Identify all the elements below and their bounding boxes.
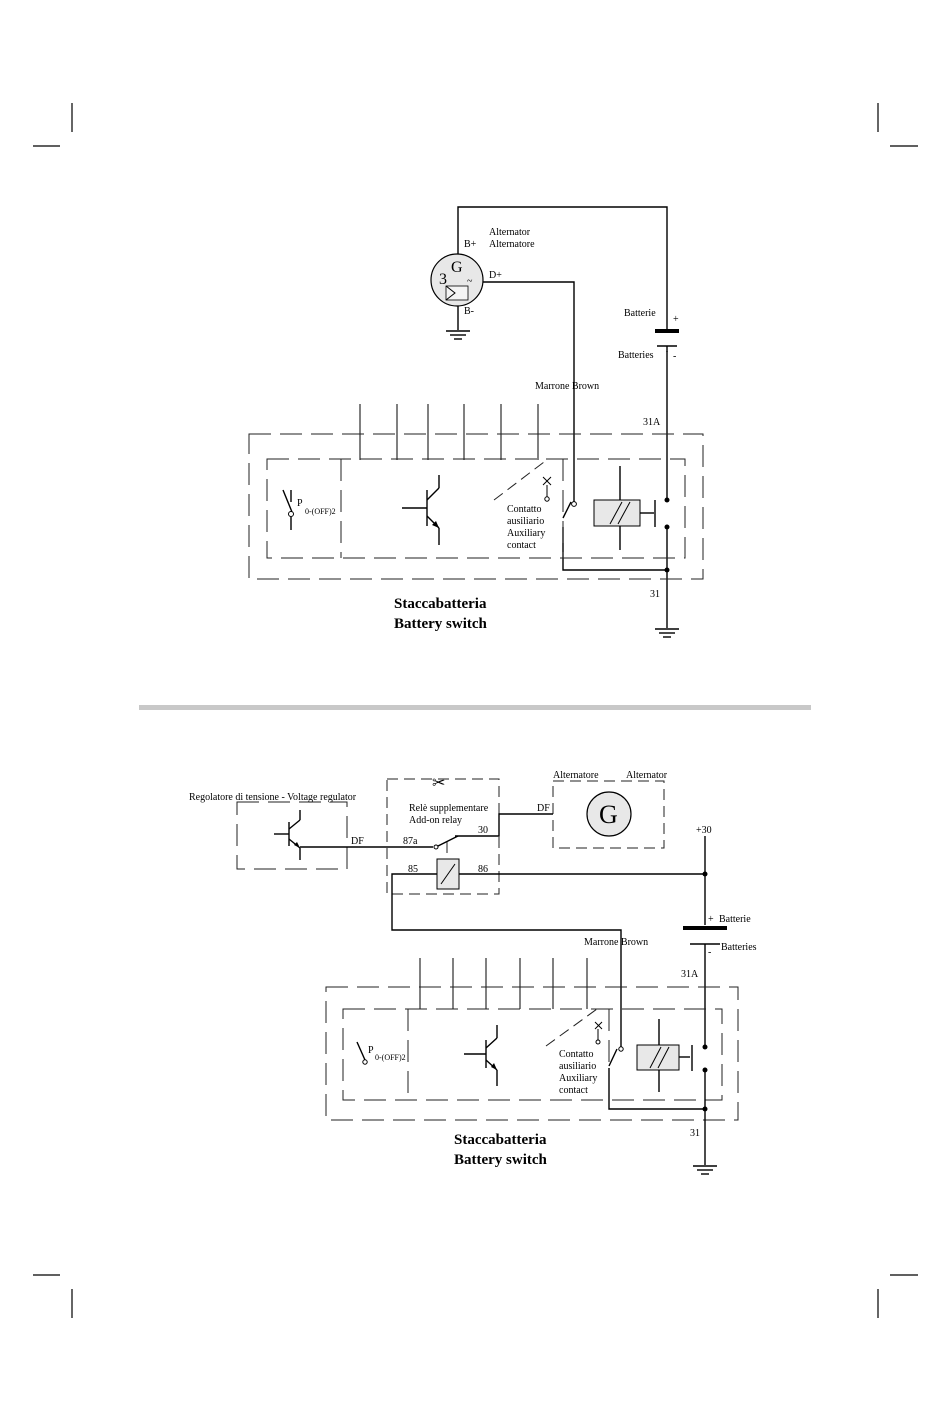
generator-letter: G: [599, 800, 618, 829]
connector-pins: [359, 404, 539, 460]
generator-symbol: [430, 253, 484, 307]
switch-p-positions: 0-(OFF)2: [305, 507, 336, 516]
battery-label-it: Batterie: [719, 914, 751, 925]
add-on-relay-box: [386, 778, 500, 895]
generator-phase: 3: [439, 271, 447, 288]
aux-contact-symbol: [542, 476, 577, 519]
aux-contact-line-4: contact: [559, 1085, 588, 1096]
switch-p-label: P: [368, 1045, 374, 1056]
voltage-regulator-box: [236, 801, 348, 870]
aux-contact-line-2: ausiliario: [507, 516, 544, 527]
pin-85-label: 85: [408, 864, 418, 875]
diagram-1-title-it: Staccabatteria: [394, 596, 487, 612]
diagram-2-title-en: Battery switch: [454, 1152, 548, 1168]
aux-contact-symbol: [594, 1021, 624, 1067]
switch-housing-outer: [325, 986, 739, 1121]
terminal-plus30: +30: [696, 825, 712, 836]
alternator-label-en: Alternator: [489, 227, 531, 238]
battery-label-en: Batteries: [721, 942, 757, 953]
diagram-1: G 3 ~ Alternator Alternatore B+ D+ B- Ba…: [248, 206, 704, 638]
aux-contact-line-1: Contatto: [507, 504, 541, 515]
connector-pins: [419, 958, 588, 1009]
battery-minus: -: [673, 351, 676, 362]
wire-label-brown: Marrone Brown: [535, 381, 599, 392]
switch-housing-outer: [248, 433, 704, 580]
switch-p-label: P: [297, 498, 303, 509]
pin-87a-label: 87a: [403, 836, 418, 847]
diagram-1-title-en: Battery switch: [394, 616, 488, 632]
relay-label-it: Relè supplementare: [409, 803, 489, 814]
aux-contact-line-3: Auxiliary: [559, 1073, 597, 1084]
terminal-b-plus: B+: [464, 239, 477, 250]
key-switch-symbol: [356, 1041, 368, 1065]
ground-icon: [693, 1165, 717, 1175]
terminal-b-minus: B-: [464, 306, 474, 317]
scissors-icon: ✂: [432, 775, 445, 792]
terminal-31a: 31A: [643, 417, 661, 428]
crop-marks: [33, 103, 918, 1318]
ground-icon: [655, 628, 679, 638]
battery-label-en: Batteries: [618, 350, 654, 361]
battery-minus: -: [708, 947, 711, 958]
wire-label-brown: Marrone Brown: [584, 937, 648, 948]
relay-coil-symbol: [636, 1019, 693, 1092]
generator-symbol: [586, 791, 632, 837]
relay-label-en: Add-on relay: [409, 815, 462, 826]
aux-contact-line-3: Auxiliary: [507, 528, 545, 539]
ground-icon: [446, 330, 470, 340]
transistor-symbol: [402, 475, 440, 545]
aux-contact-line-2: ausiliario: [559, 1061, 596, 1072]
aux-contact-line-1: Contatto: [559, 1049, 593, 1060]
alternator-label-it: Alternatore: [553, 770, 599, 781]
battery-plus: +: [708, 914, 714, 925]
battery-plus: +: [673, 314, 679, 325]
switch-housing-inner: [266, 458, 686, 559]
terminal-31: 31: [650, 589, 660, 600]
regulator-label: Regolatore di tensione - Voltage regulat…: [189, 792, 357, 803]
alternator-label-it: Alternatore: [489, 239, 535, 250]
generator-letter: G: [451, 259, 463, 276]
terminal-31: 31: [690, 1128, 700, 1139]
diagram-2: Regolatore di tensione - Voltage regulat…: [189, 770, 757, 1175]
terminal-31a: 31A: [681, 969, 699, 980]
key-switch-symbol: [282, 489, 294, 530]
battery-label-it: Batterie: [624, 308, 656, 319]
pin-30-label: 30: [478, 825, 488, 836]
add-on-relay-symbol: [433, 835, 460, 890]
terminal-d-plus: D+: [489, 270, 502, 281]
df-left-label: DF: [351, 836, 364, 847]
generator-ac-symbol: ~: [467, 276, 473, 287]
regulator-transistor-symbol: [274, 810, 301, 860]
relay-coil-symbol: [593, 466, 656, 550]
alternator-box: [552, 780, 665, 849]
battery-symbol: [655, 318, 679, 352]
switch-p-positions: 0-(OFF)2: [375, 1053, 406, 1062]
aux-contact-line-4: contact: [507, 540, 536, 551]
diagram-2-title-it: Staccabatteria: [454, 1132, 547, 1148]
switch-housing-inner: [342, 1008, 723, 1101]
transistor-symbol: [464, 1025, 498, 1086]
section-divider: [139, 705, 811, 710]
alternator-label-en: Alternator: [626, 770, 668, 781]
df-right-label: DF: [537, 803, 550, 814]
pin-86-label: 86: [478, 864, 488, 875]
